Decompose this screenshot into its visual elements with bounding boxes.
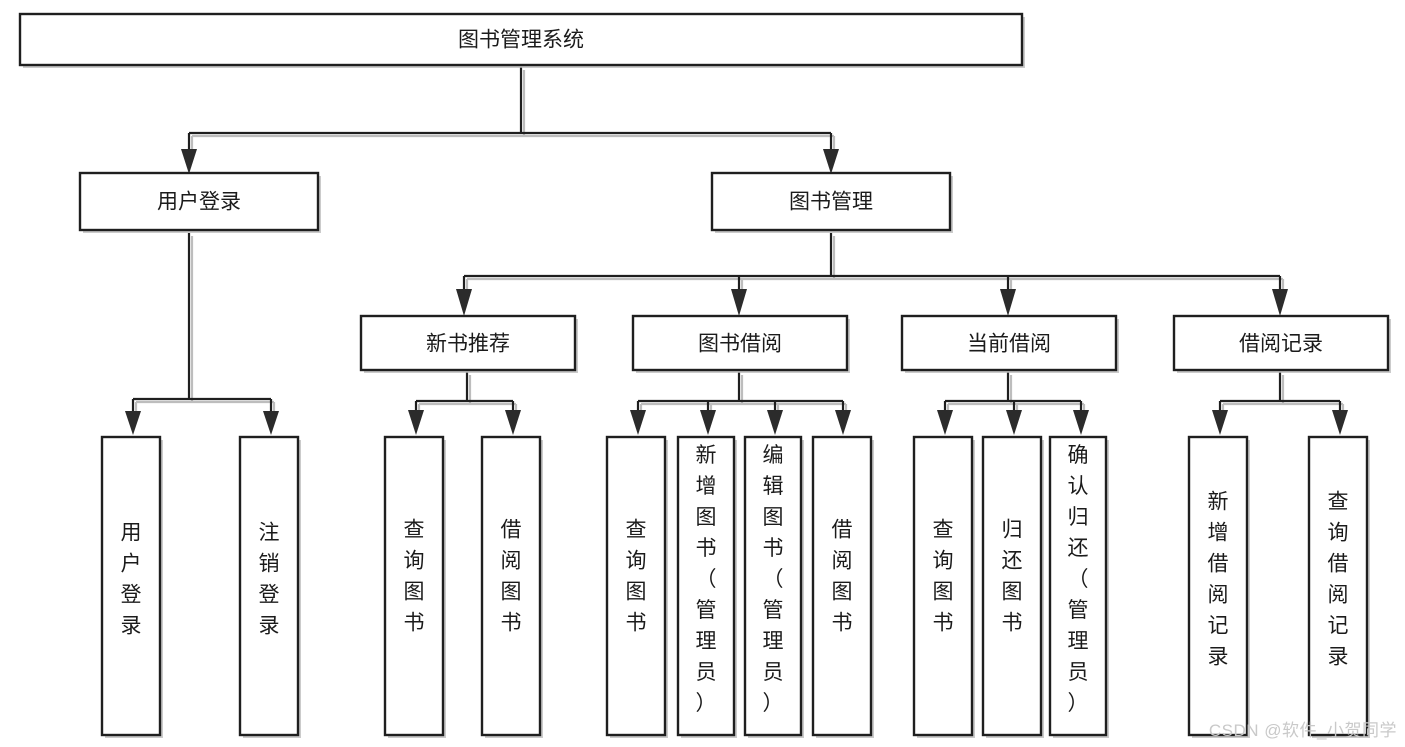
leaf-node-query-borrow-record[interactable]: 查询借阅记录 [1307, 435, 1370, 738]
leaf-node-query-book-recommend[interactable]: 查询图书 [383, 435, 446, 738]
leaf-node-edit-book-admin[interactable]: 编辑图书（管理员） [743, 435, 804, 738]
node-borrow-record[interactable]: 借阅记录 [1172, 314, 1391, 373]
leaf-node-add-book-admin[interactable]: 新增图书（管理员） [676, 435, 737, 738]
leaf-label-borrow-book-recommend: 借阅图书 [501, 519, 522, 635]
node-label-current-borrow: 当前借阅 [967, 333, 1051, 356]
node-book-borrow[interactable]: 图书借阅 [631, 314, 850, 373]
leaf-label-return-book: 归还图书 [1002, 519, 1023, 635]
connector-current-to-leaves [937, 372, 1089, 435]
leaf-label-query-book-current: 查询图书 [933, 519, 954, 635]
leaf-label-borrow-book-borrow: 借阅图书 [832, 519, 853, 635]
leaf-label-user-login: 用户登录 [121, 522, 142, 638]
leaf-node-query-book-borrow[interactable]: 查询图书 [605, 435, 668, 738]
leaf-node-confirm-return-admin[interactable]: 确认归还（管理员） [1048, 435, 1109, 738]
leaf-node-borrow-book-recommend[interactable]: 借阅图书 [480, 435, 543, 738]
node-user-login[interactable]: 用户登录 [78, 171, 321, 233]
connector-newbook-to-leaves [408, 372, 521, 435]
node-label-new-book-recommend: 新书推荐 [426, 333, 510, 356]
node-label-book-borrow: 图书借阅 [698, 333, 782, 356]
leaf-label-query-book-recommend: 查询图书 [404, 519, 425, 635]
connector-userlogin-to-leaves [125, 233, 279, 435]
leaf-node-query-book-current[interactable]: 查询图书 [912, 435, 975, 738]
leaf-label-add-book-admin: 新增图书（管理员） [696, 444, 717, 715]
leaf-label-logout: 注销登录 [259, 522, 280, 638]
leaf-node-logout[interactable]: 注销登录 [238, 435, 301, 738]
connector-bookmgmt-to-level3 [456, 233, 1288, 316]
leaf-node-borrow-book-borrow[interactable]: 借阅图书 [811, 435, 874, 738]
leaf-label-confirm-return-admin: 确认归还（管理员） [1068, 444, 1089, 715]
node-label-borrow-record: 借阅记录 [1239, 333, 1323, 356]
leaf-label-query-book-borrow: 查询图书 [626, 519, 647, 635]
node-book-management[interactable]: 图书管理 [710, 171, 953, 233]
leaf-label-edit-book-admin: 编辑图书（管理员） [763, 444, 784, 715]
node-label-root: 图书管理系统 [458, 29, 584, 52]
node-label-user-login: 用户登录 [157, 191, 241, 214]
node-new-book-recommend[interactable]: 新书推荐 [359, 314, 578, 373]
node-label-book-management: 图书管理 [789, 191, 873, 214]
node-root-book-management-system[interactable]: 图书管理系统 [18, 12, 1025, 68]
leaf-node-user-login[interactable]: 用户登录 [100, 435, 163, 738]
csdn-watermark: CSDN @软件_小贺同学 [1208, 721, 1397, 740]
connector-record-to-leaves [1212, 372, 1348, 435]
leaf-node-return-book[interactable]: 归还图书 [981, 435, 1044, 738]
connector-borrow-to-leaves [630, 372, 851, 435]
leaf-label-query-borrow-record: 查询借阅记录 [1328, 491, 1349, 669]
node-current-borrow[interactable]: 当前借阅 [900, 314, 1119, 373]
connector-root-to-level2 [181, 67, 839, 174]
connector-layer [125, 67, 1348, 435]
leaf-node-add-borrow-record[interactable]: 新增借阅记录 [1187, 435, 1250, 738]
leaf-label-add-borrow-record: 新增借阅记录 [1208, 491, 1229, 669]
